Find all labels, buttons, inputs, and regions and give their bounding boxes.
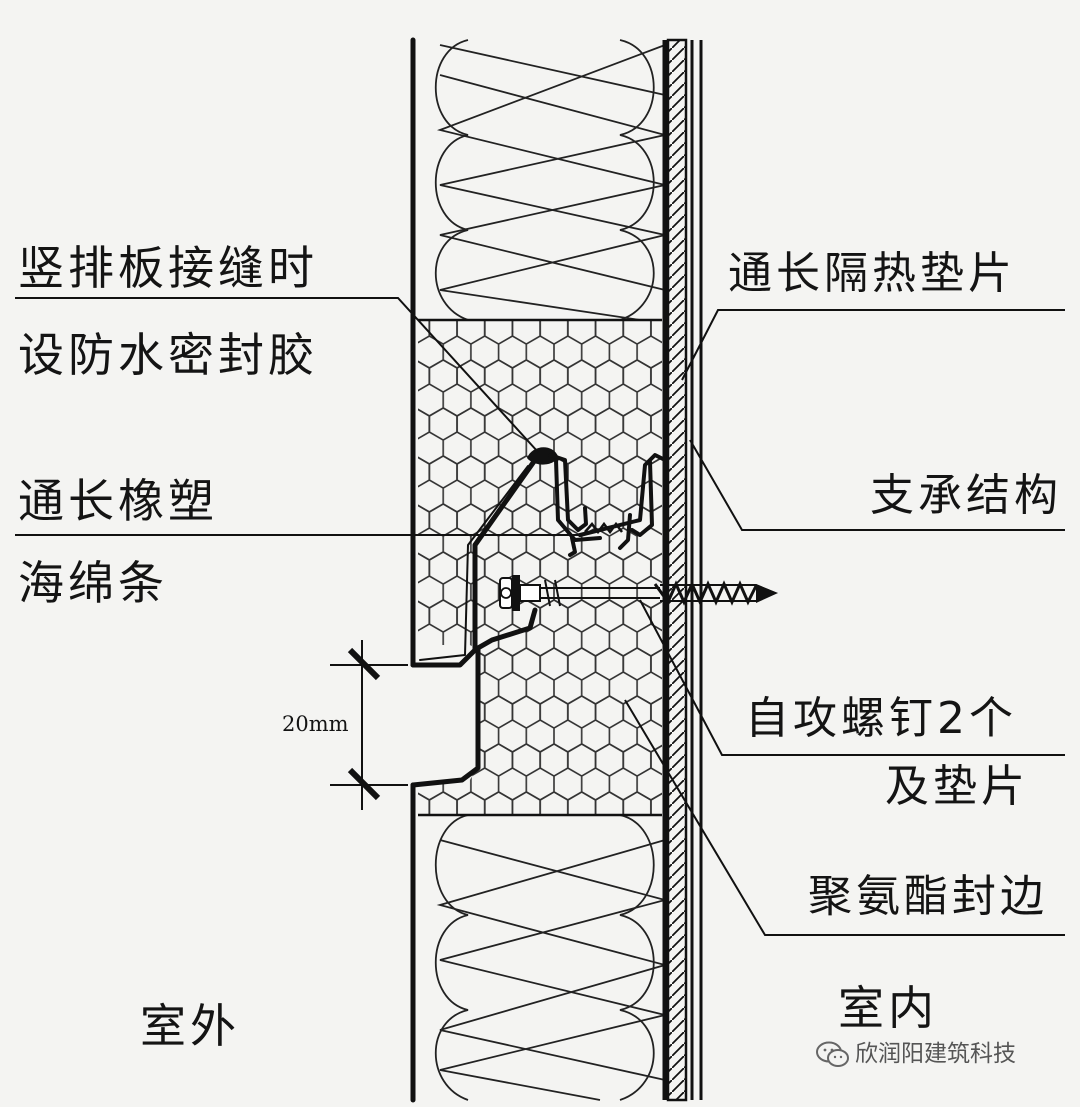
label-indoor: 室内: [838, 981, 938, 1035]
label-sponge-strip-line1: 通长橡塑: [18, 474, 218, 528]
label-pu-edge-seal: 聚氨酯封边: [808, 871, 1048, 922]
top-insulation-core: [435, 39, 666, 321]
label-seam-sealant-line1: 竖排板接缝时: [18, 241, 318, 295]
label-screws-line1: 自攻螺钉2个: [745, 693, 1017, 744]
self-tapping-screw: [499, 575, 778, 611]
label-sponge-strip-line2: 海绵条: [18, 556, 168, 610]
watermark-text: 欣润阳建筑科技: [855, 1041, 1016, 1067]
bottom-insulation-core: [435, 814, 669, 1101]
leader-lines: [15, 297, 1065, 936]
waterproof-sealant-bead: [527, 447, 558, 465]
wechat-icon: [816, 1041, 849, 1067]
label-screws-line2: 及垫片: [885, 761, 1029, 812]
dimension-20mm: [330, 640, 408, 810]
rubber-sponge-strip: [584, 521, 623, 535]
label-support-structure: 支承结构: [870, 470, 1062, 521]
outer-steel-skin: [410, 37, 559, 1103]
label-thermal-pad: 通长隔热垫片: [728, 248, 1016, 299]
thermal-pad-strip: [666, 38, 688, 1102]
label-outdoor: 室外: [140, 999, 240, 1053]
pu-foam-edge-seal: [418, 320, 662, 815]
label-dimension: 20mm: [282, 712, 349, 736]
label-seam-sealant-line2: 设防水密封胶: [18, 328, 318, 382]
interlock-clip: [548, 453, 667, 557]
